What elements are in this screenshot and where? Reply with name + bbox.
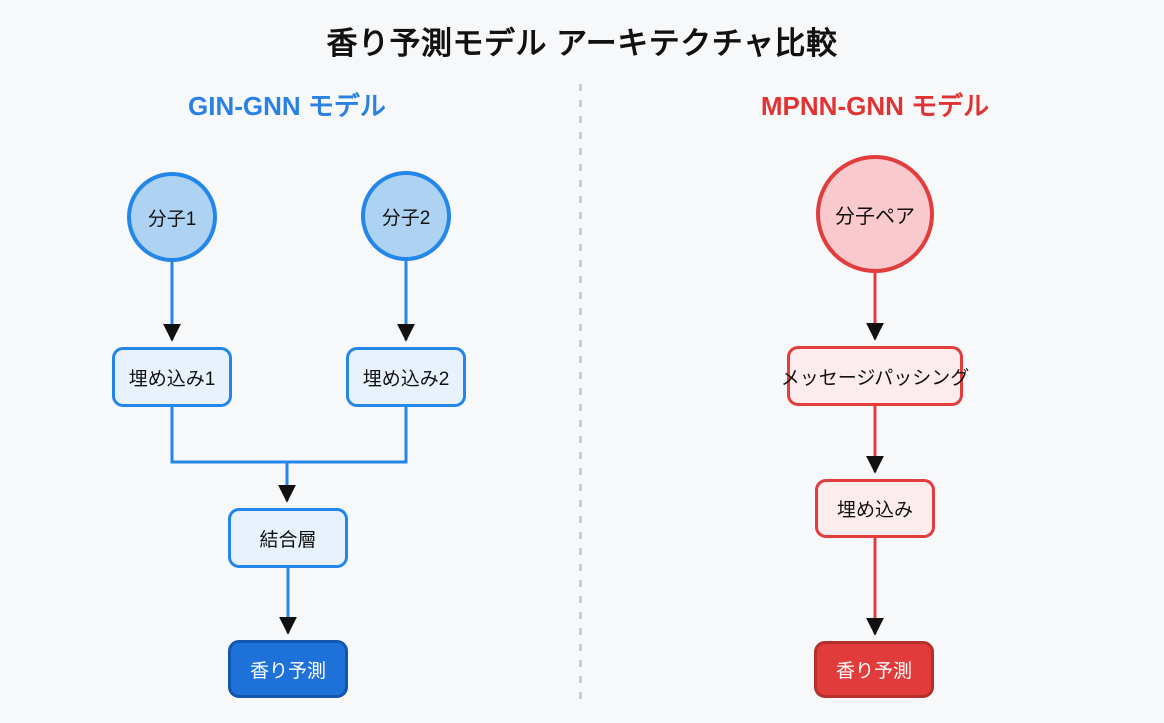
node-message-passing: メッセージパッシング: [781, 346, 969, 406]
node-embedding1: 埋め込み1: [112, 347, 232, 407]
edge-embeddings-merge: [170, 407, 408, 464]
vertical-dashed-divider: [579, 84, 582, 700]
node-embedding2: 埋め込み2: [346, 347, 466, 407]
node-molecule-pair: 分子ペア: [816, 155, 934, 273]
page-title: 香り予測モデル アーキテクチャ比較: [326, 26, 838, 61]
node-molecule2: 分子2: [361, 171, 451, 261]
mpnn-gnn-section-header: MPNN-GNN モデル: [760, 91, 990, 121]
node-molecule1: 分子1: [127, 172, 217, 262]
node-embedding: 埋め込み: [815, 479, 935, 538]
node-scent-prediction-mpnn: 香り予測: [814, 641, 934, 698]
node-scent-prediction-gin: 香り予測: [228, 640, 348, 698]
gin-gnn-section-header: GIN-GNN モデル: [188, 91, 386, 121]
node-concat-layer: 結合層: [228, 508, 348, 568]
